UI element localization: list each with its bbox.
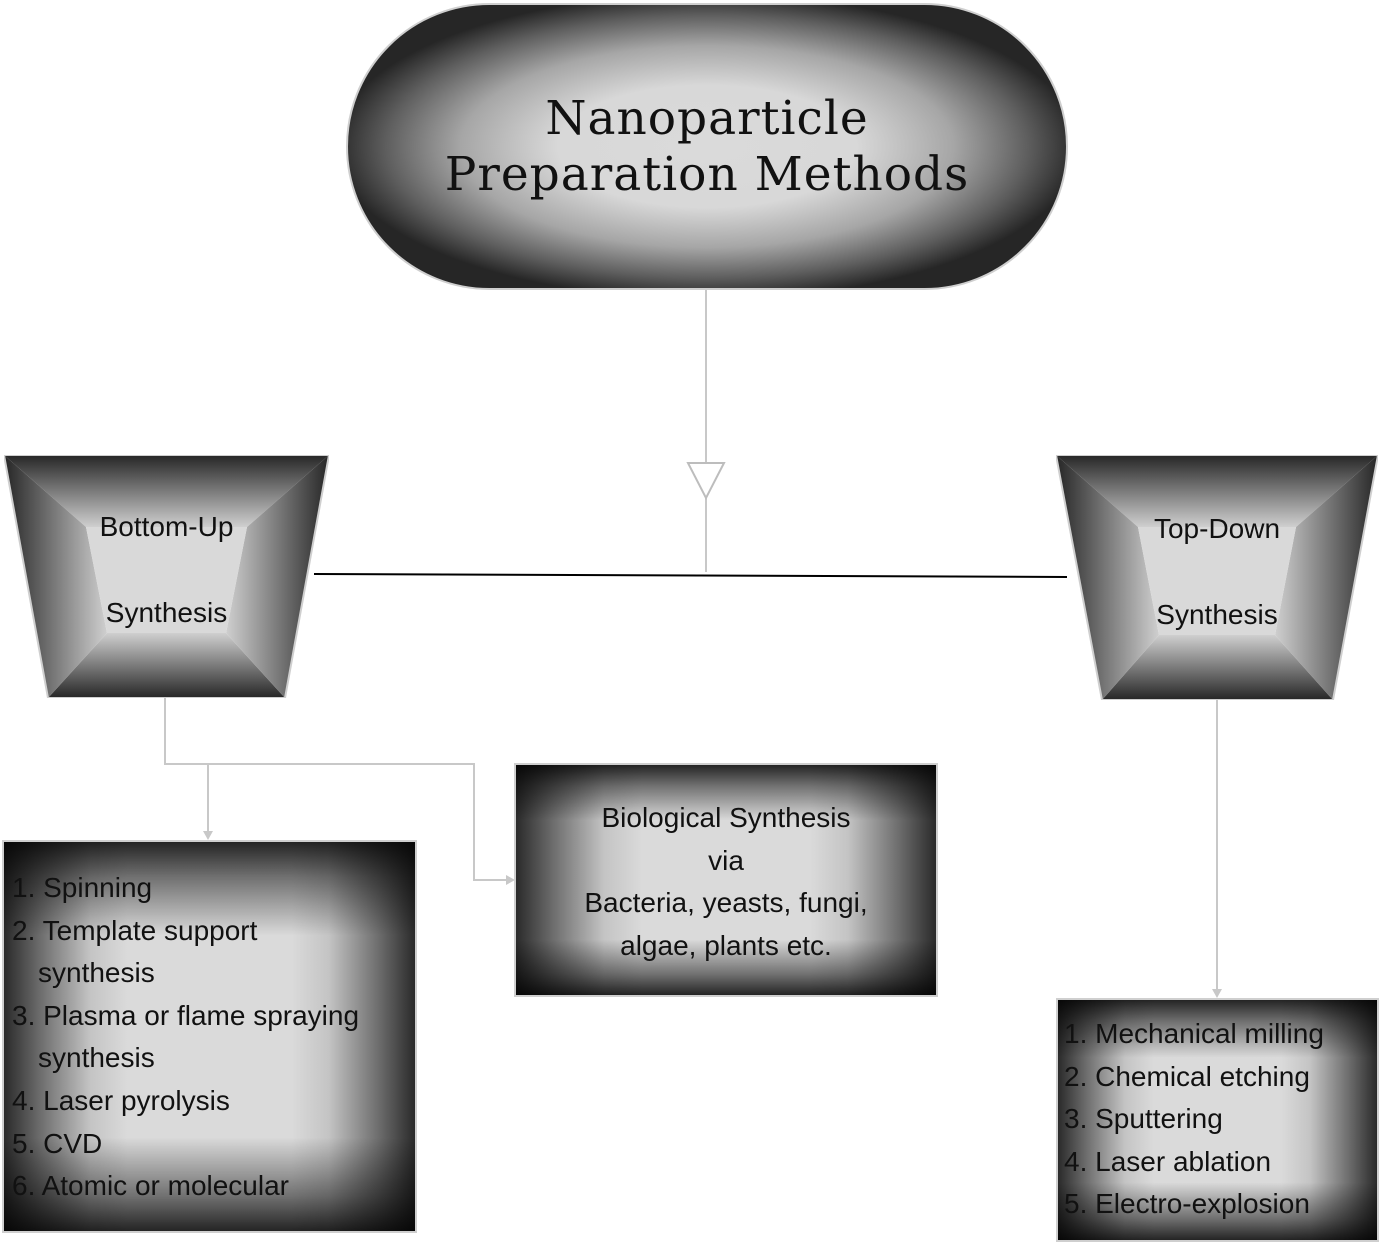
biological-synthesis-node: Biological Synthesis via Bacteria, yeast… [514, 763, 938, 997]
bottom-up-title-line-1: Bottom-Up [99, 511, 234, 542]
top-down-node: Top-Down Synthesis [1056, 455, 1378, 700]
bottomup-connector [164, 697, 506, 881]
top-down-title-line-1: Top-Down [1153, 513, 1281, 544]
list-item: 6. Atomic or molecular [12, 1170, 289, 1202]
list-item: 4. Laser pyrolysis [12, 1084, 230, 1116]
bottom-up-title-line-2: Synthesis [105, 597, 228, 628]
bottom-up-methods-node: 1. Spinning 2. Template support synthesi… [2, 840, 417, 1233]
title-line-2: Preparation Methods [444, 146, 970, 202]
list-item: synthesis [38, 1042, 155, 1074]
bottomup-list-arrow-head [203, 831, 213, 840]
list-item: synthesis [38, 957, 155, 989]
topdown-arrow-head [1212, 989, 1222, 998]
list-item: 5. Electro-explosion [1064, 1188, 1310, 1220]
bottom-up-node: Bottom-Up Synthesis [4, 455, 329, 698]
list-item: 2. Chemical etching [1064, 1060, 1310, 1092]
list-item: 1. Mechanical milling [1064, 1018, 1324, 1049]
list-item: 5. CVD [12, 1127, 103, 1159]
branch-line [313, 573, 1068, 578]
list-item: 4. Laser ablation [1064, 1145, 1272, 1177]
top-down-methods-node: 1. Mechanical milling 2. Chemical etchin… [1056, 998, 1379, 1242]
title-line-1: Nanoparticle [545, 90, 869, 146]
biological-line-3: Bacteria, yeasts, fungi, [584, 887, 868, 919]
biological-line-2: via [708, 844, 744, 876]
biological-line-1: Biological Synthesis [601, 802, 851, 833]
list-item: 3. Sputtering [1064, 1103, 1223, 1135]
list-item: 2. Template support [12, 914, 258, 946]
list-item: 3. Plasma or flame spraying [12, 999, 360, 1031]
bottom-up-shape [4, 455, 329, 698]
top-down-shape [1056, 455, 1378, 700]
title-arrow-head [686, 462, 726, 501]
title-node: Nanoparticle Preparation Methods [346, 3, 1068, 290]
top-down-title-line-2: Synthesis [1156, 599, 1278, 630]
bio-arrow-head [506, 875, 515, 885]
list-item: 1. Spinning [12, 872, 153, 903]
biological-line-4: algae, plants etc. [620, 929, 832, 961]
